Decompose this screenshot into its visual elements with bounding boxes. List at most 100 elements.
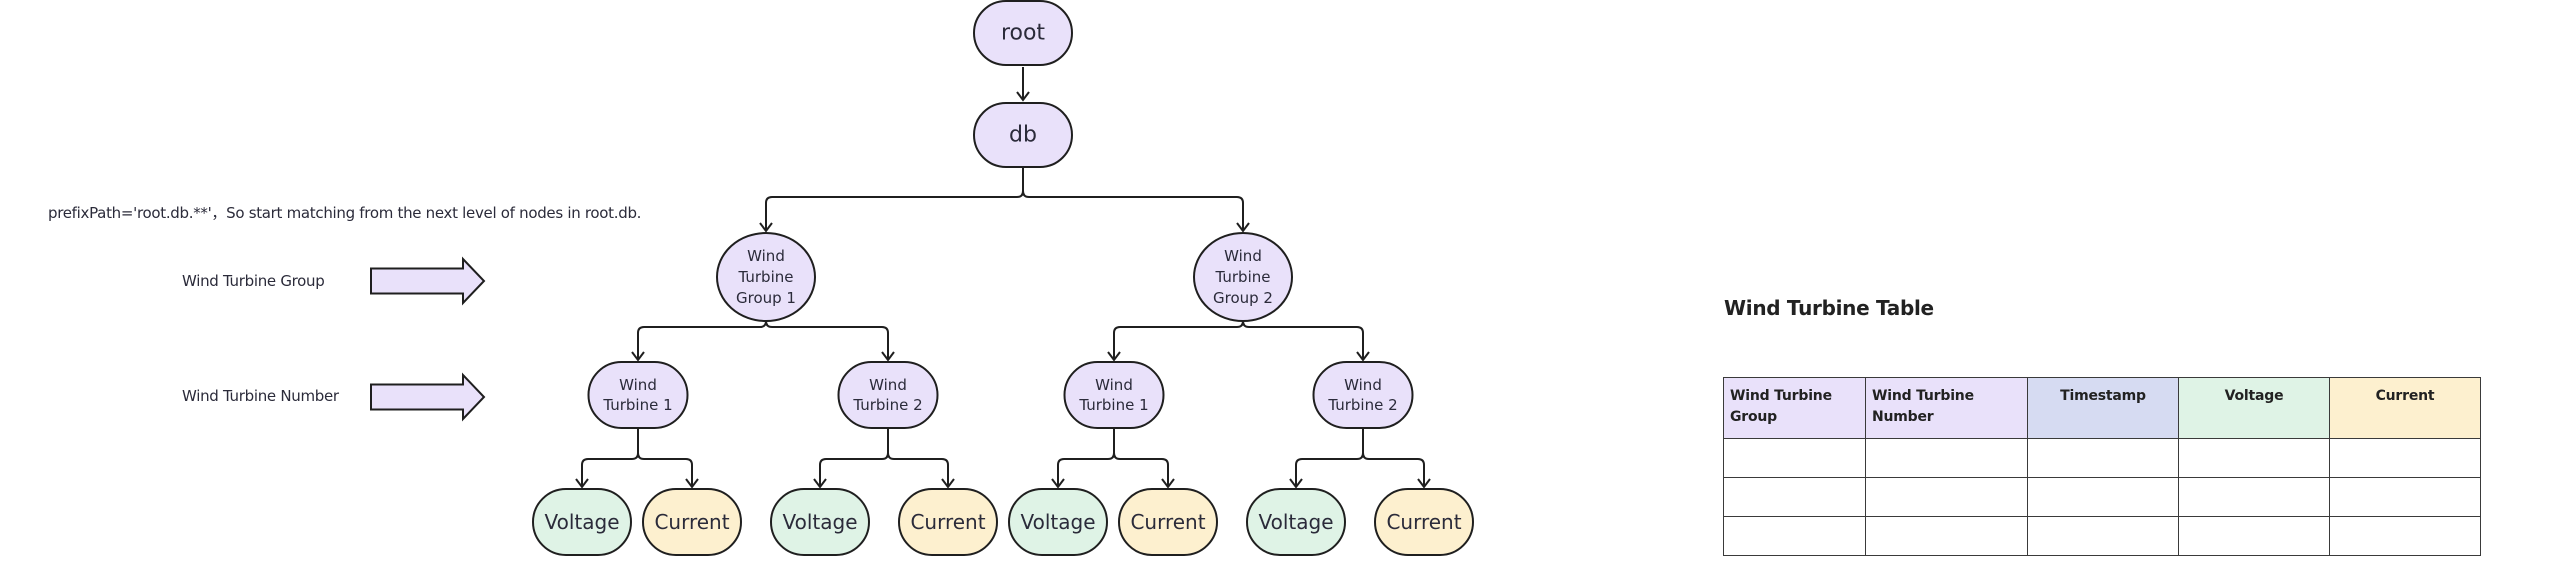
arrowhead-icon xyxy=(1016,91,1030,102)
edge-turbine-measurements xyxy=(581,428,693,487)
node-measurement-current-shape xyxy=(1374,488,1474,556)
table-cell xyxy=(1723,438,1866,478)
arrowhead-icon xyxy=(575,478,589,489)
arrowhead-icon xyxy=(685,478,699,489)
node-measurement-current: Current xyxy=(1118,488,1218,556)
arrowhead-icon xyxy=(1161,478,1175,489)
edge-turbine-measurements xyxy=(1057,428,1169,487)
node-measurement-voltage-label: Voltage xyxy=(1020,510,1095,534)
table-cell xyxy=(2178,438,2330,478)
table-row xyxy=(1723,477,2481,517)
table-header-row: Wind Turbine Group Wind Turbine Number T… xyxy=(1723,377,2481,439)
node-db: db xyxy=(973,102,1073,168)
node-group-2-label: Turbine xyxy=(1215,268,1271,286)
table-cell xyxy=(2329,516,2481,556)
node-measurement-voltage: Voltage xyxy=(770,488,870,556)
node-group-2-turbine-1-label: Wind xyxy=(1095,376,1133,394)
table-cell xyxy=(1865,477,2028,517)
node-measurement-current-label: Current xyxy=(654,510,729,534)
node-group-1-turbine-2-label: Wind xyxy=(869,376,907,394)
node-measurement-voltage: Voltage xyxy=(1246,488,1346,556)
node-group-2-turbine-2-label: Turbine 2 xyxy=(1327,396,1397,414)
node-root-shape xyxy=(973,0,1073,66)
node-measurement-voltage-shape xyxy=(1246,488,1346,556)
node-group-2-turbine-2-shape xyxy=(1312,361,1414,429)
node-measurement-current-label: Current xyxy=(910,510,985,534)
edge-db-groups xyxy=(765,168,1244,231)
column-header-group: Wind Turbine Group xyxy=(1723,377,1866,439)
arrowhead-icon xyxy=(1107,351,1121,362)
table-row xyxy=(1723,438,2481,478)
node-measurement-voltage-shape xyxy=(770,488,870,556)
node-measurement-current: Current xyxy=(642,488,742,556)
node-group-2-label: Group 2 xyxy=(1213,289,1273,307)
edge-turbine-measurements xyxy=(1295,428,1425,487)
table-cell xyxy=(2027,438,2179,478)
node-measurement-current-shape xyxy=(1118,488,1218,556)
level-label-number: Wind Turbine Number xyxy=(182,387,339,405)
node-group-2-shape xyxy=(1193,232,1293,322)
node-measurement-voltage-shape xyxy=(1008,488,1108,556)
table-cell xyxy=(1723,477,1866,517)
node-measurement-current: Current xyxy=(1374,488,1474,556)
table-cell xyxy=(2178,477,2330,517)
arrowhead-icon xyxy=(813,478,827,489)
node-root-label: root xyxy=(1001,21,1045,46)
right-arrow-icon xyxy=(370,256,486,306)
right-arrow-icon xyxy=(370,372,486,422)
node-measurement-voltage-label: Voltage xyxy=(544,510,619,534)
node-measurement-current-shape xyxy=(642,488,742,556)
arrowhead-icon xyxy=(1356,351,1370,362)
table-cell xyxy=(1865,438,2028,478)
node-measurement-current: Current xyxy=(898,488,998,556)
arrowhead-icon xyxy=(631,351,645,362)
arrowhead-icon xyxy=(1417,478,1431,489)
node-group-1-turbine-2-label: Turbine 2 xyxy=(852,396,922,414)
node-root: root xyxy=(973,0,1073,66)
node-group-1-shape xyxy=(716,232,816,322)
edge-group-1-turbines xyxy=(637,320,889,360)
column-header-voltage: Voltage xyxy=(2178,377,2330,439)
node-measurement-current-shape xyxy=(898,488,998,556)
node-group-1-turbine-1-label: Turbine 1 xyxy=(602,396,672,414)
arrowhead-icon xyxy=(1236,222,1250,233)
node-group-2-turbine-1-shape xyxy=(1063,361,1165,429)
edge-turbine-measurements xyxy=(819,428,949,487)
node-group-2-label: Wind xyxy=(1224,247,1262,265)
arrowhead-icon xyxy=(759,222,773,233)
level-label-group: Wind Turbine Group xyxy=(182,272,325,290)
node-measurement-voltage-shape xyxy=(532,488,632,556)
node-measurement-voltage: Voltage xyxy=(1008,488,1108,556)
node-group-2-turbine-1-label: Turbine 1 xyxy=(1078,396,1148,414)
edge-group-2-turbines xyxy=(1113,320,1364,360)
node-group-1-label: Wind xyxy=(747,247,785,265)
node-measurement-current-label: Current xyxy=(1386,510,1461,534)
column-header-timestamp: Timestamp xyxy=(2027,377,2179,439)
node-db-label: db xyxy=(1009,123,1037,148)
node-group-2-turbine-2-label: Wind xyxy=(1344,376,1382,394)
arrowhead-icon xyxy=(1051,478,1065,489)
wind-turbine-table: Wind Turbine Group Wind Turbine Number T… xyxy=(1723,377,2481,556)
node-group-1-label: Turbine xyxy=(738,268,794,286)
table-row xyxy=(1723,516,2481,556)
prefix-path-note: prefixPath='root.db.**'，So start matchin… xyxy=(48,204,642,222)
table-cell xyxy=(2329,477,2481,517)
arrowhead-icon xyxy=(881,351,895,362)
node-group-1-turbine-2-shape xyxy=(837,361,939,429)
table-cell xyxy=(2329,438,2481,478)
table-cell xyxy=(1723,516,1866,556)
arrowhead-icon xyxy=(941,478,955,489)
table-cell xyxy=(2027,477,2179,517)
node-measurement-voltage: Voltage xyxy=(532,488,632,556)
node-measurement-voltage-label: Voltage xyxy=(782,510,857,534)
table-cell xyxy=(2027,516,2179,556)
node-db-shape xyxy=(973,102,1073,168)
node-group-1-turbine-1-label: Wind xyxy=(619,376,657,394)
column-header-number: Wind Turbine Number xyxy=(1865,377,2028,439)
